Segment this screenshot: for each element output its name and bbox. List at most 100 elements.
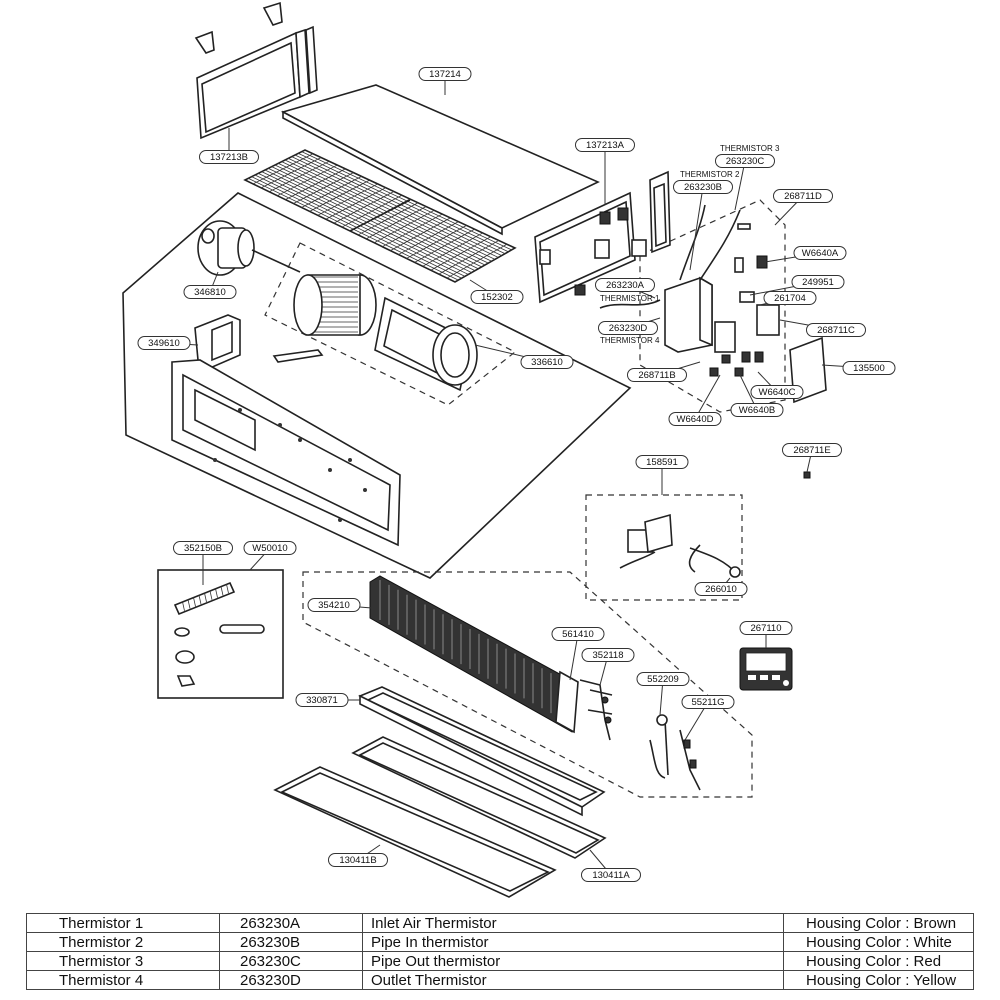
filter-grid-line — [252, 153, 314, 185]
accessory-group-outline — [157, 569, 284, 699]
callout-bubble — [773, 189, 833, 203]
callout-label: 266010 — [705, 584, 737, 595]
frame-hole — [238, 408, 242, 412]
leader-line — [734, 160, 746, 211]
drain-pan-330871 — [358, 686, 606, 817]
legend-name: Thermistor 2 — [26, 932, 220, 952]
callout-bubble — [636, 672, 690, 686]
callout-bubble — [750, 385, 804, 399]
frame-hole — [338, 518, 342, 522]
callout-label: 268711D — [784, 191, 822, 202]
callout-label: 152302 — [481, 292, 513, 303]
filter-grid-line — [341, 194, 403, 228]
hose-rib — [182, 601, 185, 611]
part-callout-249951: 249951 — [791, 275, 845, 289]
legend-housing: Housing Color : Red — [783, 951, 974, 971]
part-callout-137214: 137214 — [418, 67, 472, 81]
filter-grid-line — [422, 232, 483, 267]
callout-bubble — [470, 290, 524, 304]
part-callout-w6640d: W6640D — [668, 412, 722, 426]
callout-label: 268711E — [793, 445, 830, 456]
part-callout-263230d: 263230D — [598, 321, 658, 335]
filter-divider — [349, 199, 411, 232]
leader-line — [569, 633, 579, 681]
part-callout-268711d: 268711D — [773, 189, 833, 203]
part-callout-158591: 158591 — [635, 455, 689, 469]
fan-motor-346810 — [197, 220, 301, 276]
part-callout-137213a: 137213A — [575, 138, 635, 152]
thermistor-legend-table: Thermistor 1 263230A Inlet Air Thermisto… — [26, 913, 974, 990]
frame-hole — [328, 468, 332, 472]
hose-rib — [215, 588, 218, 598]
filter-grid-line — [269, 160, 330, 193]
filter-grid-line — [406, 225, 467, 259]
callout-label: 267110 — [751, 623, 782, 634]
part-callout-349610: 349610 — [137, 336, 191, 350]
hose-rib — [226, 584, 229, 594]
frame-hole — [363, 488, 367, 492]
filter-grid-line — [446, 243, 508, 279]
frame-hole — [298, 438, 302, 442]
callout-label: 137213A — [586, 140, 625, 151]
filter-grid-line — [390, 217, 451, 251]
frame-hole — [348, 458, 352, 462]
legend-name: Thermistor 1 — [26, 913, 220, 933]
callout-label: 263230A — [606, 280, 645, 291]
callout-label: W6640D — [677, 414, 714, 425]
callout-bubble — [715, 154, 775, 168]
callout-bubble — [763, 291, 817, 305]
callout-label: 552209 — [647, 674, 679, 685]
filter-grid-line — [333, 191, 395, 224]
callout-label: 158591 — [646, 457, 678, 468]
part-callout-352150b: 352150B — [173, 541, 233, 555]
part-callout-137213b: 137213B — [199, 150, 259, 164]
front-frame-panel — [171, 359, 401, 547]
callout-label: 349610 — [148, 338, 180, 349]
blower-wheel — [293, 274, 377, 336]
legend-name: Thermistor 4 — [26, 970, 220, 990]
filter-grid-line — [277, 164, 338, 197]
legend-name: Thermistor 3 — [26, 951, 220, 971]
filter-grid-line — [285, 168, 346, 200]
filter-grid-line — [309, 179, 370, 212]
callout-bubble — [793, 246, 847, 260]
filter-grid-line — [365, 206, 427, 240]
bottom-panel-130411a-inner — [358, 742, 600, 854]
part-callout-w50010: W50010 — [243, 541, 297, 555]
part-callout-261704: 261704 — [763, 291, 817, 305]
callout-bubble — [627, 368, 687, 382]
exploded-view-diagram: 137214137213B137213A263230C263230B268711… — [122, 1, 896, 898]
callout-bubble — [635, 455, 689, 469]
callout-bubble — [295, 693, 349, 707]
callout-label: 346810 — [194, 287, 226, 298]
legend-description: Inlet Air Thermistor — [362, 913, 784, 933]
filter-grid-line — [301, 176, 362, 208]
callout-label: 561410 — [562, 629, 594, 640]
filter-grid-line — [325, 187, 386, 220]
filter-grid-line — [382, 213, 443, 248]
callout-label: W6640C — [759, 387, 796, 398]
leader-line — [694, 374, 721, 420]
bottom-panel-130411b-inner — [280, 772, 550, 892]
part-callout-w6640c: W6640C — [750, 385, 804, 399]
filter-grid-line — [260, 157, 322, 189]
legend-description: Pipe In thermistor — [362, 932, 784, 952]
thermistor-2-label: THERMISTOR 2 — [680, 170, 740, 179]
screw-268711e — [803, 471, 811, 479]
legend-part: 263230A — [219, 913, 363, 933]
leader-line — [689, 186, 704, 271]
callout-bubble — [581, 648, 635, 662]
part-callout-267110: 267110 — [739, 621, 793, 635]
hose-rib — [187, 599, 191, 609]
legend-housing: Housing Color : Brown — [783, 913, 974, 933]
part-callout-135500: 135500 — [842, 361, 896, 375]
callout-label: 352150B — [184, 543, 222, 554]
filter-grid-line — [293, 172, 354, 204]
frame-hole — [213, 458, 217, 462]
callout-label: 55211G — [691, 697, 724, 708]
callout-bubble — [595, 278, 655, 292]
callout-label: W6640A — [802, 248, 839, 259]
callout-label: 268711C — [817, 325, 855, 336]
callout-bubble — [806, 323, 866, 337]
callout-label: 135500 — [853, 363, 885, 374]
